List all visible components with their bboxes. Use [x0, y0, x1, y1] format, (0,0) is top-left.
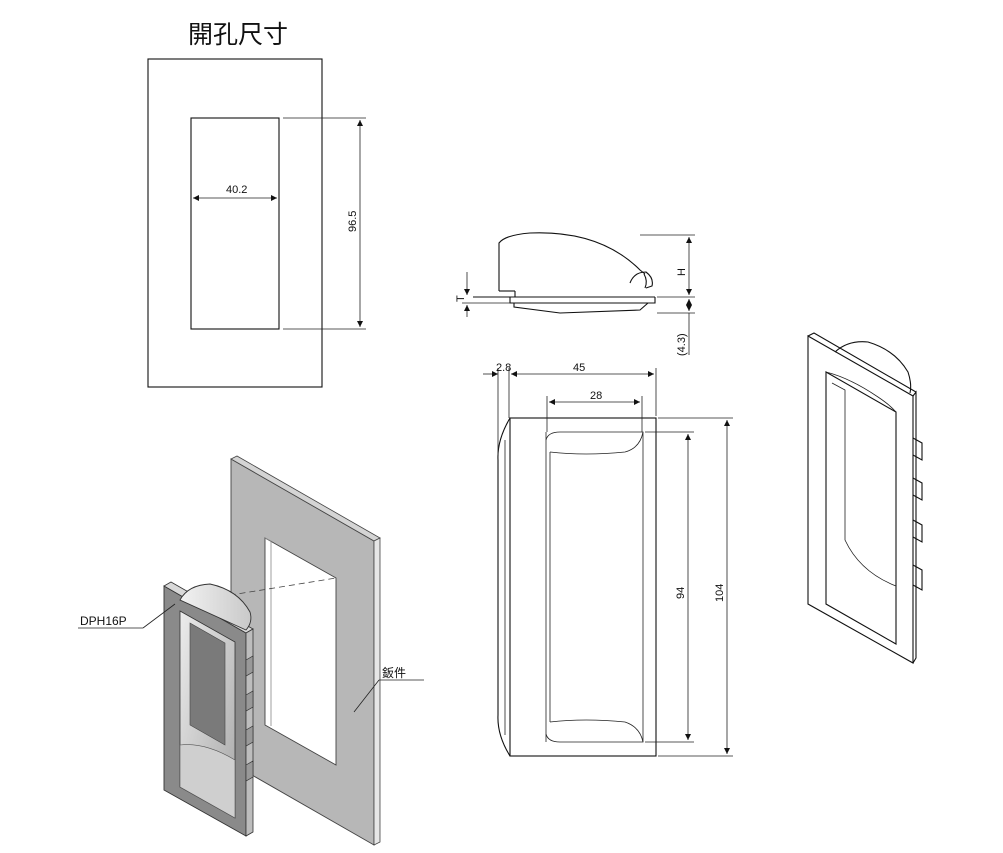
iso-handle-outer-frame: [807, 335, 914, 664]
side-view-cap-edge: [643, 273, 647, 289]
isometric-line-view: [807, 332, 923, 664]
iso-handle-clip-3: [912, 519, 923, 543]
handle-clip-1: [245, 655, 254, 677]
side-view-lip: [629, 271, 653, 289]
front-view: 2.8 45 28 94 104: [483, 362, 733, 757]
cutout-width-label: 40.2: [226, 184, 247, 196]
side-view-body-bottom: [513, 302, 649, 314]
front-flange-label: 2.8: [496, 362, 511, 374]
part-callout-label: DPH16P: [80, 614, 127, 628]
cutout-panel-outline: [147, 58, 323, 388]
handle-clip-2: [245, 690, 254, 712]
iso-handle-recess-top-curve: [825, 371, 897, 413]
side-view-cap-outline: [498, 232, 646, 291]
front-view-top-lip: [545, 431, 644, 455]
side-view: H (4.3) T: [455, 232, 695, 356]
sheet-metal-panel-side-edge: [373, 537, 381, 846]
iso-handle-cap-dome: [834, 341, 912, 394]
handle-clip-4: [245, 760, 254, 782]
front-inner-height-label: 94: [675, 587, 687, 599]
handle-recess-back-wall: [189, 622, 226, 746]
front-width-label: 45: [573, 362, 585, 374]
cutout-hole-outline: [190, 117, 280, 330]
cutout-view: 40.2 96.5: [147, 58, 366, 388]
handle-recess-lower-scoop: [179, 744, 236, 819]
side-t-label: T: [455, 295, 467, 302]
panel-callout-leader: [353, 679, 380, 713]
side-h-label: H: [676, 268, 688, 276]
handle-cap-dome: [179, 583, 252, 631]
iso-handle-frame-side-edge: [912, 390, 917, 664]
sheet-metal-cutout-depth: [264, 537, 272, 726]
side-offset-label: (4.3): [676, 333, 688, 356]
front-view-outer-outline: [509, 417, 657, 757]
side-view-flange: [509, 297, 656, 304]
front-view-bottom-lip: [545, 719, 644, 743]
iso-handle-clip-2: [912, 477, 923, 501]
front-height-label: 104: [714, 584, 726, 602]
iso-handle-frame-top-edge: [807, 332, 917, 393]
isometric-assembly-view: [163, 455, 381, 846]
iso-handle-recess-inner: [831, 382, 897, 587]
cutout-title: 開孔尺寸: [188, 20, 288, 49]
callouts: DPH16P 鈑件: [78, 603, 424, 713]
part-callout-leader: [142, 603, 176, 629]
front-inner-width-label: 28: [590, 390, 602, 402]
panel-callout-label: 鈑件: [382, 666, 406, 680]
iso-handle-clip-4: [912, 564, 923, 591]
iso-handle-recess: [825, 371, 897, 645]
handle-clip-3: [245, 725, 254, 747]
cutout-height-label: 96.5: [347, 211, 359, 232]
sheet-metal-cutout-opening: [264, 537, 337, 766]
iso-handle-clip-1: [912, 437, 923, 461]
front-view-flange-outline: [497, 417, 511, 757]
